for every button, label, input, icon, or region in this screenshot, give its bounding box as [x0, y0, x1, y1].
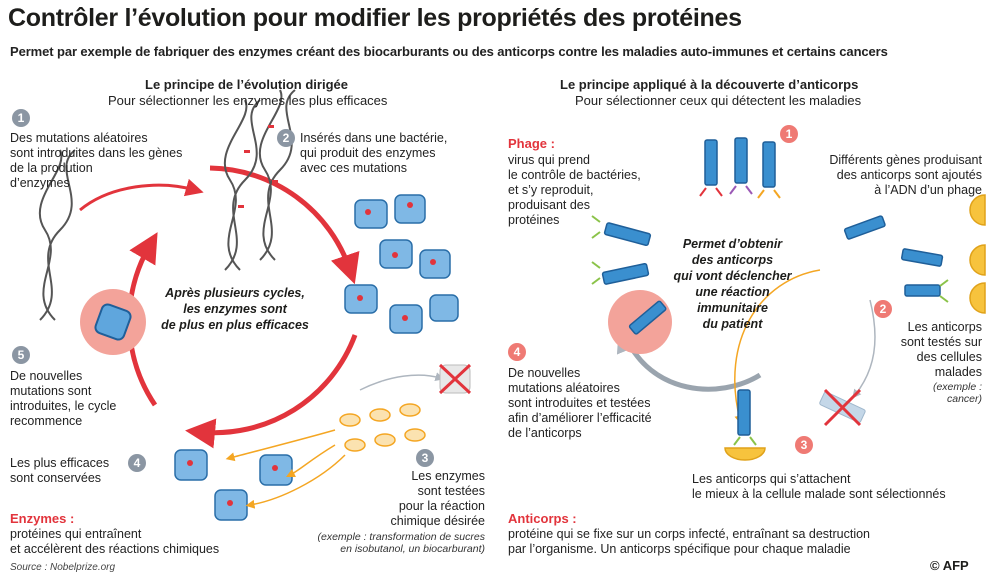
step-4-badge: 4 [128, 454, 146, 472]
step-1-badge: 1 [12, 109, 30, 127]
right-step-3-badge: 3 [795, 436, 813, 454]
diseased-cell-icons [724, 194, 986, 461]
rejected-antibody-icon [819, 388, 866, 427]
dna-mutation-marks [238, 125, 278, 208]
selection-arrow [734, 269, 821, 425]
right-cycle-arrow [616, 321, 762, 392]
right-step-1-badge: 1 [780, 125, 798, 143]
rejected-enzyme-icon [438, 363, 472, 395]
discard-arrow [359, 372, 445, 391]
phage-icons [601, 137, 944, 436]
source-note: Source : Nobelprize.org [10, 562, 116, 573]
enzyme-icon [94, 303, 132, 341]
page-title: Contrôler l’évolution pour modifier les … [8, 4, 742, 32]
dna-strand-icon [38, 89, 296, 321]
left-subheading: Pour sélectionner les enzymes les plus e… [108, 93, 388, 108]
right-example-text: (exemple :cancer) [932, 381, 982, 405]
right-heading: Le principe appliqué à la découverte d’a… [560, 77, 859, 92]
enzyme-cluster-icons [174, 194, 459, 521]
left-step-2-text: Insérés dans une bactérie,qui produit de… [300, 131, 448, 175]
antibody-label: Anticorps : [508, 511, 577, 526]
right-step-4-badge: 4 [508, 343, 526, 361]
antibody-definition: protéine qui se fixe sur un corps infect… [508, 527, 871, 556]
left-heading: Le principe de l’évolution dirigée [145, 77, 348, 92]
afp-logo: © AFP [930, 558, 969, 573]
step-2-badge: 2 [277, 129, 295, 147]
step-3-badge: 3 [416, 449, 434, 467]
right-step-2-badge: 2 [874, 300, 892, 318]
page-subtitle: Permet par exemple de fabriquer des enzy… [10, 44, 888, 59]
enzymes-label: Enzymes : [10, 511, 75, 526]
test-arrow [852, 299, 876, 399]
antibody-tips [591, 185, 949, 446]
test-arrows [225, 429, 346, 509]
step-5-badge: 5 [12, 346, 30, 364]
phage-label: Phage : [508, 136, 555, 151]
test-dish-icons [339, 403, 426, 452]
enzyme-mutation-dots [187, 202, 436, 506]
right-subheading: Pour sélectionner ceux qui détectent les… [575, 93, 862, 108]
